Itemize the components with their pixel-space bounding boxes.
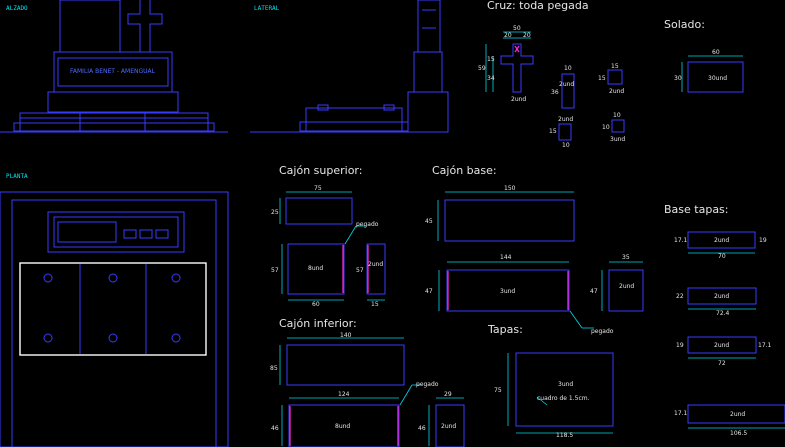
bt-r2-qty: 2und — [714, 293, 729, 300]
base-tapas-section: Base tapas: 70 17.1 19 2und 72.4 22 2und… — [664, 203, 785, 437]
cs-a-height: 25 — [271, 209, 279, 216]
bt-r1-left: 17.1 — [674, 237, 688, 244]
cs-b-height: 57 — [271, 267, 279, 274]
cb-a-width: 150 — [504, 185, 516, 192]
family-inscription: FAMILIA BENET - AMENGUAL — [70, 68, 156, 75]
lateral-label: LATERAL — [254, 5, 280, 12]
bt-r3-width: 72 — [718, 360, 726, 367]
bt-r3-right: 17.1 — [758, 342, 772, 349]
bt-r2-left: 22 — [676, 293, 684, 300]
cb-c-height: 47 — [590, 288, 598, 295]
solado-qty: 30und — [708, 75, 727, 82]
cb-c-width: 35 — [622, 254, 630, 261]
tapas-qty: 3und — [558, 381, 573, 388]
ci-b-qty: 8und — [335, 423, 350, 430]
ci-a-width: 140 — [340, 332, 352, 339]
tapas-height: 75 — [494, 387, 502, 394]
bt-r4-qty: 2und — [730, 411, 745, 418]
cruz-p1-qty: 2und — [559, 81, 574, 88]
tapas-cuadro-label: cuadro de 1.5cm. — [537, 395, 590, 402]
cs-c-height: 57 — [356, 267, 364, 274]
cajon-superior-section: Cajón superior: 75 25 60 57 8und 15 57 2… — [271, 164, 386, 308]
cruz-dim-20b: 20 — [523, 32, 531, 39]
base-tapas-title: Base tapas: — [664, 203, 729, 216]
cb-a-height: 45 — [425, 218, 433, 225]
ci-c-height: 46 — [418, 425, 426, 432]
cruz-dim-59: 59 — [478, 65, 486, 72]
cruz-dim-34: 34 — [487, 75, 495, 82]
cruz-dim-50: 50 — [513, 25, 521, 32]
solado-title: Solado: — [664, 18, 705, 31]
cb-c-qty: 2und — [619, 283, 634, 290]
cruz-p3-qty: 2und — [558, 116, 573, 123]
cruz-p1-top: 10 — [564, 65, 572, 72]
cb-pegado-label: pegado — [591, 328, 614, 335]
tapas-section: Tapas: 118.5 75 3und cuadro de 1.5cm. — [487, 323, 614, 439]
cs-c-qty: 2und — [368, 261, 383, 268]
cb-b-width: 144 — [500, 254, 512, 261]
bt-r1-right: 19 — [759, 237, 767, 244]
bt-r4-left: 17.1 — [674, 410, 688, 417]
ci-c-qty: 2und — [441, 423, 456, 430]
solado-height: 30 — [674, 75, 682, 82]
cruz-p3-bottom: 10 — [562, 142, 570, 149]
cruz-title: Cruz: toda pegada — [487, 0, 589, 12]
cb-b-qty: 3und — [500, 288, 515, 295]
cruz-p2-qty: 2und — [609, 88, 624, 95]
cruz-p1-side: 36 — [551, 89, 559, 96]
cajon-inferior-section: Cajón inferior: 140 85 124 46 8und 29 46… — [270, 317, 465, 447]
ci-pegado-label: pegado — [416, 381, 439, 388]
bt-r1-width: 70 — [718, 253, 726, 260]
lateral-view: LATERAL — [250, 0, 449, 133]
cruz-dim-15: 15 — [487, 56, 495, 63]
bt-r4-width: 106.5 — [730, 430, 747, 437]
solado-width: 60 — [712, 49, 720, 56]
planta-view: PLANTA — [0, 173, 229, 447]
cruz-p3-side: 15 — [549, 128, 557, 135]
bt-r3-qty: 2und — [714, 342, 729, 349]
alzado-label: ALZADO — [6, 5, 28, 12]
cs-c-width: 15 — [371, 301, 379, 308]
cruz-p4-qty: 3und — [610, 136, 625, 143]
ci-b-width: 124 — [338, 391, 350, 398]
cruz-p2-side: 15 — [598, 75, 606, 82]
cajon-inferior-title: Cajón inferior: — [279, 317, 357, 330]
bt-r2-width: 72.4 — [716, 310, 730, 317]
alzado-view: ALZADO FAMILIA BENET - AMENGUAL — [0, 0, 228, 133]
bt-r3-left: 19 — [676, 342, 684, 349]
cruz-p4-side: 10 — [602, 124, 610, 131]
cruz-p4-top: 10 — [613, 112, 621, 119]
solado-section: Solado: 60 30 30und — [664, 18, 744, 93]
cs-b-width: 60 — [312, 301, 320, 308]
cb-b-height: 47 — [425, 288, 433, 295]
cruz-section: Cruz: toda pegada 50 20 20 15 59 34 2und… — [478, 0, 625, 149]
cajon-superior-title: Cajón superior: — [279, 164, 362, 177]
cs-b-qty: 8und — [308, 265, 323, 272]
cruz-qty-main: 2und — [511, 96, 526, 103]
cruz-dim-20a: 20 — [504, 32, 512, 39]
bt-r1-qty: 2und — [714, 237, 729, 244]
cs-a-width: 75 — [314, 185, 322, 192]
cs-pegado-label: pegado — [356, 221, 379, 228]
cruz-p2-top: 15 — [611, 63, 619, 70]
ci-b-height: 46 — [271, 425, 279, 432]
ci-a-height: 85 — [270, 365, 278, 372]
cajon-base-title: Cajón base: — [432, 164, 497, 177]
tapas-title: Tapas: — [487, 323, 523, 336]
cajon-base-section: Cajón base: 150 45 144 47 3und 35 47 2un… — [425, 164, 644, 335]
tapas-width: 118.5 — [556, 432, 573, 439]
ci-c-width: 29 — [444, 391, 452, 398]
planta-label: PLANTA — [6, 173, 28, 180]
